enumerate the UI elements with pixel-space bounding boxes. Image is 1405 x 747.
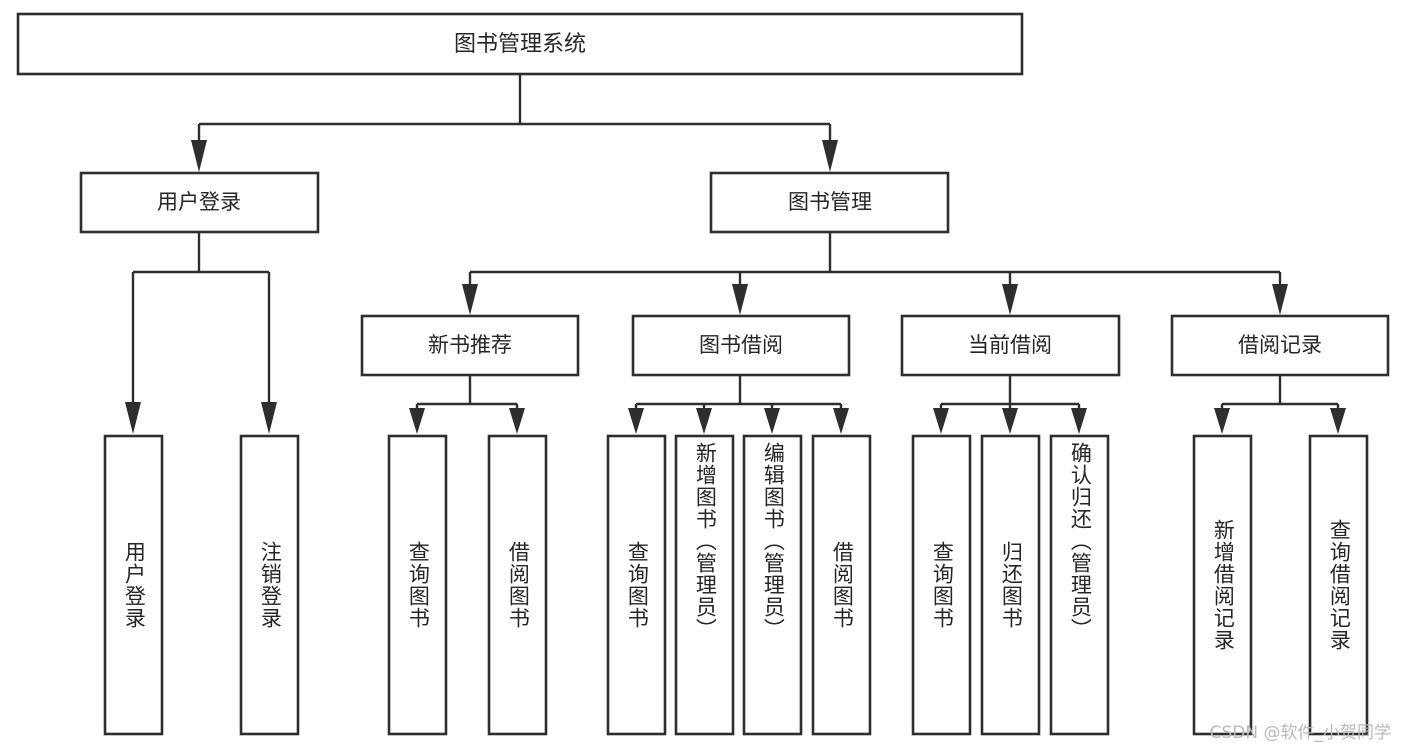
arrow-leaf-query-book-1	[409, 408, 425, 434]
arrow-to-book-borrow	[732, 284, 748, 315]
node-leaf-query-book-1[interactable]	[387, 434, 448, 736]
node-leaf-borrow-book-1[interactable]	[487, 434, 548, 736]
node-book-management-label: 图书管理	[788, 190, 872, 214]
node-leaf-query-book-2[interactable]	[606, 434, 667, 736]
connector-layer	[125, 74, 1346, 434]
arrow-leaf-borrow-book-1	[509, 408, 525, 434]
arrow-leaf-query-book-3	[933, 408, 949, 434]
node-leaf-query-record[interactable]	[1308, 434, 1369, 736]
node-root-label: 图书管理系统	[454, 32, 586, 57]
node-new-book-recommend-label: 新书推荐	[428, 333, 512, 357]
arrow-leaf-confirm-return	[1071, 408, 1087, 434]
arrow-to-current-borrow	[1002, 284, 1018, 315]
arrow-leaf-query-book-2	[628, 408, 644, 434]
arrow-to-new-book-recommend	[462, 284, 478, 315]
node-leaf-edit-book[interactable]	[742, 434, 803, 736]
arrow-to-book-management	[822, 140, 838, 172]
node-leaf-return-book[interactable]	[980, 434, 1041, 736]
arrow-leaf-logout	[261, 402, 277, 434]
node-root[interactable]	[16, 12, 1024, 76]
node-layer: 图书管理系统 用户登录 图书管理 新书推荐 图书借阅 当前借阅 借阅记录	[16, 12, 1390, 736]
node-leaf-logout[interactable]	[239, 434, 300, 736]
node-leaf-add-record[interactable]	[1192, 434, 1253, 736]
node-borrow-record[interactable]	[1170, 314, 1390, 377]
arrow-leaf-user-login	[125, 402, 141, 434]
arrow-leaf-query-record	[1330, 408, 1346, 434]
node-current-borrow[interactable]	[900, 314, 1121, 377]
node-book-borrow-label: 图书借阅	[699, 333, 783, 357]
node-leaf-add-book[interactable]	[674, 434, 735, 736]
node-book-management[interactable]	[709, 171, 950, 234]
node-user-login-label: 用户登录	[157, 190, 241, 214]
node-leaf-borrow-book-2[interactable]	[811, 434, 872, 736]
node-leaf-confirm-return[interactable]	[1049, 434, 1110, 736]
arrow-leaf-return-book	[1002, 408, 1018, 434]
arrow-leaf-add-record	[1214, 408, 1230, 434]
node-new-book-recommend[interactable]	[360, 314, 580, 377]
arrow-leaf-borrow-book-2	[833, 408, 849, 434]
node-book-borrow[interactable]	[631, 314, 851, 377]
arrow-leaf-add-book	[696, 408, 712, 434]
arrow-leaf-edit-book	[764, 408, 780, 434]
node-borrow-record-label: 借阅记录	[1238, 333, 1322, 357]
node-current-borrow-label: 当前借阅	[968, 333, 1052, 357]
arrow-to-user-login	[191, 140, 207, 172]
node-leaf-user-login[interactable]	[103, 434, 164, 736]
node-leaf-query-book-3[interactable]	[911, 434, 972, 736]
arrow-to-borrow-record	[1272, 284, 1288, 315]
csdn-watermark: CSDN @软件_小贺同学	[1209, 723, 1391, 743]
node-user-login[interactable]	[79, 171, 320, 234]
